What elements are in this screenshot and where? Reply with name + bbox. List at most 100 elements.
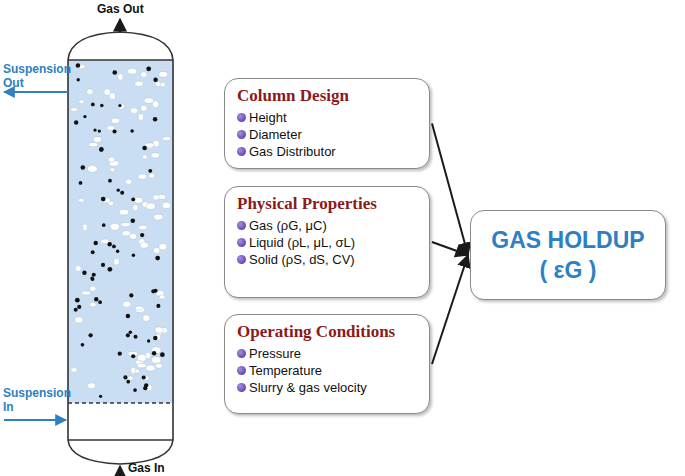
gas-bubble: [143, 315, 150, 322]
gas-bubble: [146, 203, 155, 209]
solid-particle: [101, 197, 106, 202]
gas-bubble: [135, 306, 143, 310]
solid-particle: [118, 352, 122, 356]
gas-bubble: [90, 286, 96, 291]
bullet-item: Temperature: [237, 362, 419, 379]
solid-particle: [148, 169, 152, 173]
bullet-item: Liquid (ρL, μL, σL): [237, 234, 419, 251]
solid-particle: [93, 128, 96, 131]
solid-particle: [91, 250, 95, 254]
gas-bubble: [154, 214, 163, 220]
solid-particle: [98, 129, 101, 132]
gas-bubble: [140, 242, 148, 248]
solid-particle: [74, 308, 78, 312]
gas-bubble: [142, 376, 149, 381]
gas-bubble: [153, 247, 160, 253]
suspension-out-arrow: [4, 91, 68, 93]
bottom-line: [68, 439, 173, 440]
solid-particle: [118, 104, 121, 107]
solid-particle: [75, 298, 80, 303]
top-line: [68, 59, 173, 60]
solid-particle: [140, 233, 144, 237]
suspension-in-arrow: [4, 419, 66, 421]
gas-bubble: [75, 266, 81, 272]
gas-bubble: [118, 103, 124, 109]
bullet-dot: [237, 366, 246, 375]
solid-particle: [129, 293, 133, 297]
solid-particle: [94, 241, 98, 245]
gas-bubble: [155, 363, 162, 368]
box-heading: Column Design: [237, 86, 419, 106]
box-heading: Operating Conditions: [237, 322, 419, 342]
solid-particle: [123, 375, 127, 379]
gas-bubble: [142, 155, 147, 160]
stream-label: Gas In: [128, 461, 188, 475]
solid-particle: [133, 388, 137, 392]
bullet-dot: [237, 255, 246, 264]
bullet-item: Height: [237, 109, 419, 126]
gas-bubble: [131, 367, 136, 374]
result-box: GAS HOLDUP( εG ): [470, 210, 666, 300]
gas-bubble: [123, 232, 130, 237]
factor-box: Column DesignHeightDiameterGas Distribut…: [224, 78, 430, 169]
bubbles: [71, 63, 171, 398]
gas-bubble: [155, 327, 163, 333]
solid-particle: [112, 70, 117, 75]
gas-bubble: [101, 239, 109, 244]
box-heading: Physical Properties: [237, 194, 419, 214]
solid-particle: [134, 335, 138, 339]
solid-particle: [117, 188, 120, 191]
gas-bubble: [135, 306, 145, 312]
gas-bubble: [135, 81, 143, 86]
bullet-dot: [237, 113, 246, 122]
bullet-text: Solid (ρS, dS, CV): [249, 251, 355, 268]
bullet-item: Solid (ρS, dS, CV): [237, 251, 419, 268]
gas-bubble: [153, 195, 159, 200]
gas-bubble: [79, 100, 84, 104]
bullet-text: Diameter: [249, 126, 302, 143]
solid-particle: [100, 104, 104, 108]
solid-particle: [77, 78, 80, 81]
bullet-dot: [237, 349, 246, 358]
solid-particle: [102, 223, 106, 227]
gas-bubble: [159, 295, 165, 299]
solid-particle: [130, 129, 134, 133]
gas-bubble: [138, 114, 144, 121]
solid-particle: [99, 147, 104, 152]
gas-bubble: [162, 202, 170, 208]
result-text: GAS HOLDUP: [491, 225, 644, 255]
solid-particle: [91, 103, 95, 107]
solid-particle: [126, 314, 130, 318]
gas-bubble: [160, 82, 165, 87]
bullet-dot: [237, 238, 246, 247]
bullet-item: Slurry & gas velocity: [237, 379, 419, 396]
column-shell: [68, 32, 173, 464]
solid-particle: [156, 304, 160, 308]
gas-bubble: [130, 108, 137, 114]
solid-particle: [146, 66, 151, 71]
gas-bubble: [118, 73, 124, 80]
solid-particle: [116, 250, 119, 253]
bullet-text: Pressure: [249, 345, 301, 362]
gas-bubble: [139, 225, 147, 230]
solid-particle: [108, 179, 112, 183]
gas-bubble: [114, 258, 120, 265]
gas-bubble: [104, 89, 111, 96]
solid-particle: [131, 197, 135, 201]
gas-bubble: [110, 168, 115, 172]
bullet-item: Gas (ρG, μC): [237, 217, 419, 234]
bullet-item: Pressure: [237, 345, 419, 362]
solid-particle: [152, 351, 157, 356]
gas-bubble: [88, 165, 98, 172]
gas-bubble: [107, 126, 115, 131]
solid-particle: [112, 129, 116, 133]
gas-bubble: [159, 244, 167, 250]
stream-label: Gas Out: [97, 2, 157, 16]
gas-bubble: [71, 368, 77, 373]
solid-particle: [153, 336, 158, 341]
solid-particle: [112, 245, 116, 249]
gas-distributor: [68, 402, 173, 403]
gas-bubble: [159, 71, 168, 77]
bullet-text: Gas (ρG, μC): [249, 217, 327, 234]
